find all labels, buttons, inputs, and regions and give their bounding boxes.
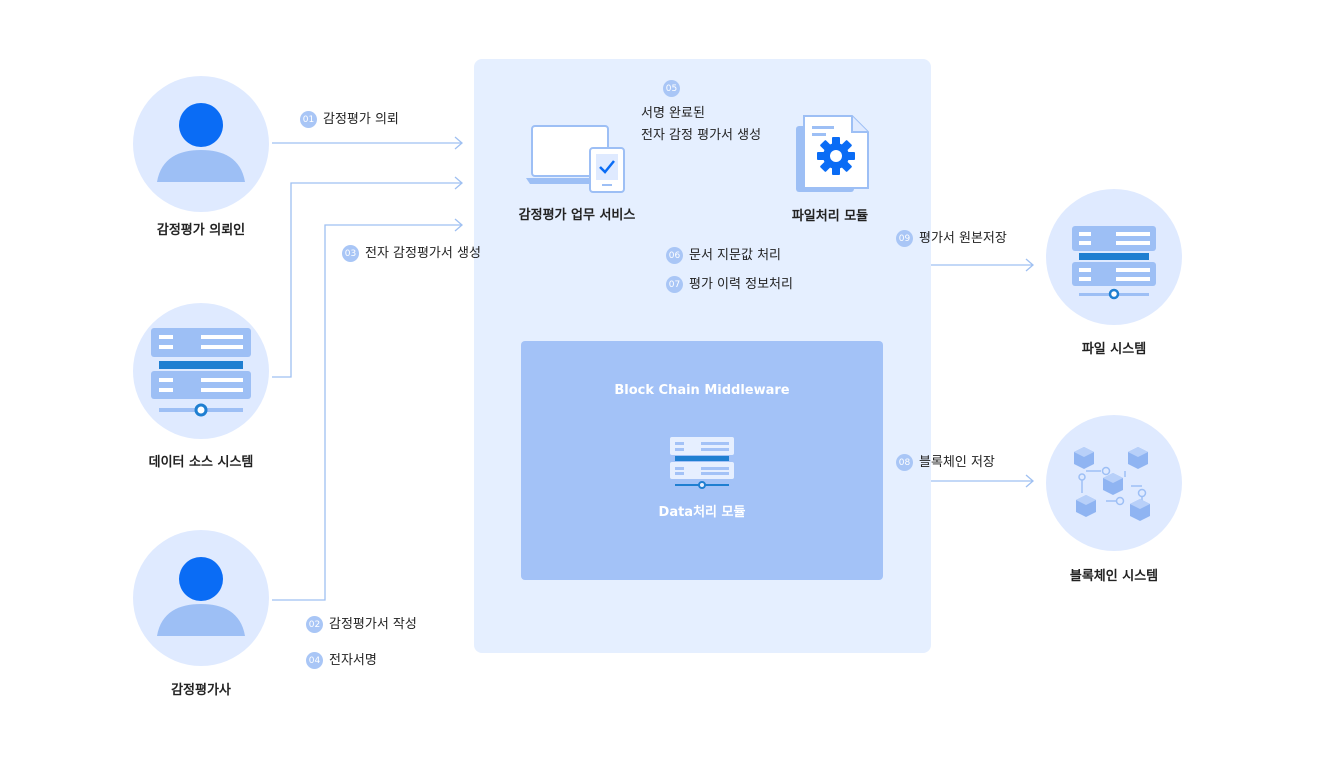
step-06: 06 문서 지문값 처리 [666, 246, 781, 266]
step-number: 01 [300, 111, 317, 129]
business-service-label: 감정평가 업무 서비스 [518, 208, 636, 223]
step-label: 전자 감정평가서 생성 [365, 246, 481, 261]
step-number: 02 [306, 616, 323, 634]
file-module-label: 파일처리 모듈 [791, 209, 869, 224]
step-02: 02 감정평가서 작성 [306, 615, 417, 635]
step-09: 09 평가서 원본저장 [896, 229, 1007, 249]
step-number: 03 [342, 245, 359, 263]
step-number: 06 [666, 247, 683, 265]
step-03: 03 전자 감정평가서 생성 [342, 244, 481, 264]
step-05-line-1: 서명 완료된 [641, 106, 705, 121]
blockchain-network-icon [1074, 447, 1150, 521]
appraiser-label: 감정평가사 [171, 683, 231, 698]
server-icon [1072, 226, 1156, 300]
step-label: 문서 지문값 처리 [689, 248, 781, 263]
step-label: 평가 이력 정보처리 [689, 277, 793, 292]
step-label: 블록체인 저장 [919, 455, 995, 470]
step-number: 09 [896, 230, 913, 248]
step-number: 07 [666, 276, 683, 294]
person-icon [157, 103, 245, 182]
step-label: 평가서 원본저장 [919, 231, 1007, 246]
step-label: 전자서명 [329, 653, 377, 668]
file-gear-icon [796, 115, 869, 192]
step-label: 감정평가서 작성 [329, 617, 417, 632]
server-icon [670, 437, 734, 489]
step-01: 01 감정평가 의뢰 [300, 110, 399, 130]
data-source-label: 데이터 소스 시스템 [148, 455, 254, 470]
blockchain-middleware: Block Chain Middleware Data처리 모듈 [521, 341, 883, 580]
blockchain-system-label: 블록체인 시스템 [1069, 569, 1159, 584]
step-number: 04 [306, 652, 323, 670]
step-05-line-2: 전자 감정 평가서 생성 [641, 128, 762, 143]
laptop-tablet-icon [526, 125, 625, 193]
server-icon [151, 328, 251, 417]
step-08: 08 블록체인 저장 [896, 453, 995, 473]
step-05-number: 05 [663, 80, 680, 97]
file-system-label: 파일 시스템 [1081, 342, 1147, 357]
step-label: 감정평가 의뢰 [323, 112, 399, 127]
data-source-avatar [133, 303, 269, 439]
step-05: 서명 완료된 전자 감정 평가서 생성 [641, 103, 761, 147]
person-icon [157, 557, 245, 636]
middleware-title: Block Chain Middleware [614, 383, 790, 398]
blockchain-system-avatar [1046, 415, 1182, 551]
file-system-avatar [1046, 189, 1182, 325]
appraiser-avatar [133, 530, 269, 666]
requester-label: 감정평가 의뢰인 [156, 223, 246, 238]
requester-avatar [133, 76, 269, 212]
step-number: 08 [896, 454, 913, 472]
step-07: 07 평가 이력 정보처리 [666, 275, 793, 295]
step-04: 04 전자서명 [306, 651, 377, 671]
data-module-label: Data처리 모듈 [658, 505, 746, 520]
